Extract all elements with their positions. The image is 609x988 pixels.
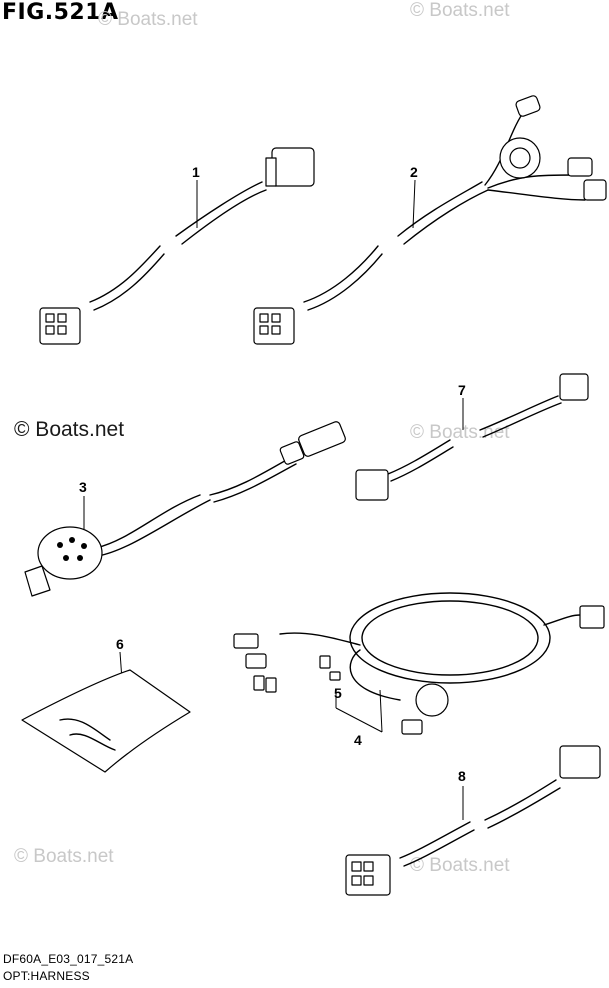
diagram-caption: OPT:HARNESS: [3, 969, 90, 983]
figure-title: FIG.521A: [2, 0, 119, 25]
part-7-harness: [355, 373, 589, 501]
callout-8: 8: [458, 768, 466, 784]
callout-1: 1: [192, 164, 200, 180]
part-8-harness: [345, 745, 601, 896]
watermark-main: © Boats.net: [14, 418, 125, 441]
part-3-buzzer: [24, 421, 346, 597]
part-4-harness: [233, 592, 605, 735]
part-6-bag: [21, 651, 191, 773]
callout-4: 4: [354, 732, 362, 748]
callout-5: 5: [334, 685, 342, 701]
watermark-faint: © Boats.net: [410, 0, 510, 21]
part-2-harness: [253, 95, 607, 345]
callout-6: 6: [116, 636, 124, 652]
watermark-faint: © Boats.net: [14, 846, 114, 867]
diagram-code: DF60A_E03_017_521A: [3, 952, 134, 966]
watermark-faint: © Boats.net: [98, 9, 198, 30]
part-5-clip: [329, 671, 341, 681]
callout-7: 7: [458, 382, 466, 398]
watermark-faint: © Boats.net: [410, 855, 510, 876]
callout-2: 2: [410, 164, 418, 180]
callout-3: 3: [79, 479, 87, 495]
part-1-harness: [39, 147, 315, 345]
watermark-faint: © Boats.net: [410, 422, 510, 443]
